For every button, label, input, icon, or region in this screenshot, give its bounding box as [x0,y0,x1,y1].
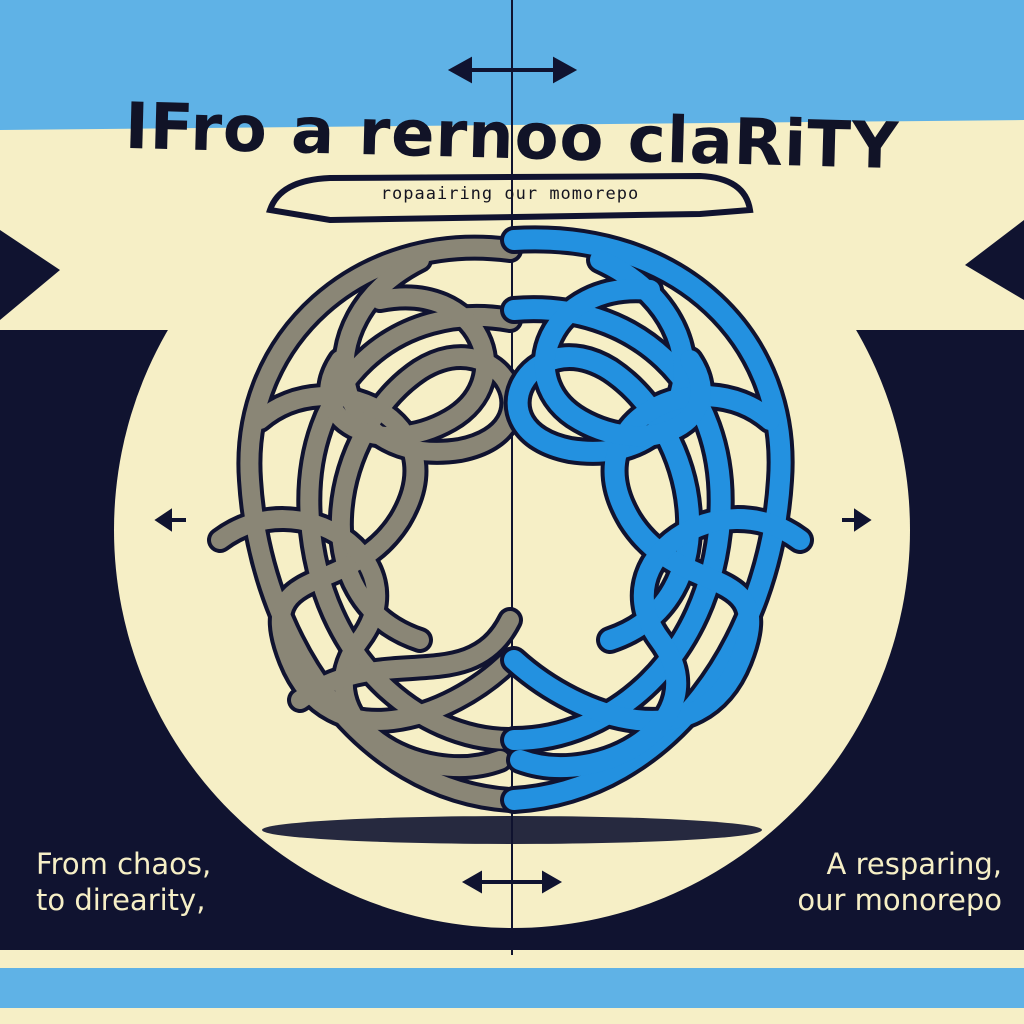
caption-right-line: A resparing, [826,847,1002,881]
left-arrow-icon [154,508,186,532]
right-arrow-icon [842,508,872,532]
double-arrow-icon [461,870,563,894]
sub-ribbon [266,172,754,224]
caption-right-line: our monorepo [797,883,1002,917]
bottom-sky-band [0,968,1024,1008]
ribbon-left-notch [0,230,60,320]
double-arrow-icon [447,56,578,84]
tangle-shadow [262,816,762,844]
subheadline: ropaairing our momorepo [380,184,640,204]
ribbon-right-notch [965,220,1024,300]
gray-tangle [207,234,526,813]
caption-left-line: to direarity, [36,883,206,917]
blue-tangle [500,225,814,814]
caption-right: A resparing, our monorepo [797,846,1002,918]
caption-left-line: From chaos, [36,847,212,881]
caption-left: From chaos, to direarity, [36,846,211,918]
